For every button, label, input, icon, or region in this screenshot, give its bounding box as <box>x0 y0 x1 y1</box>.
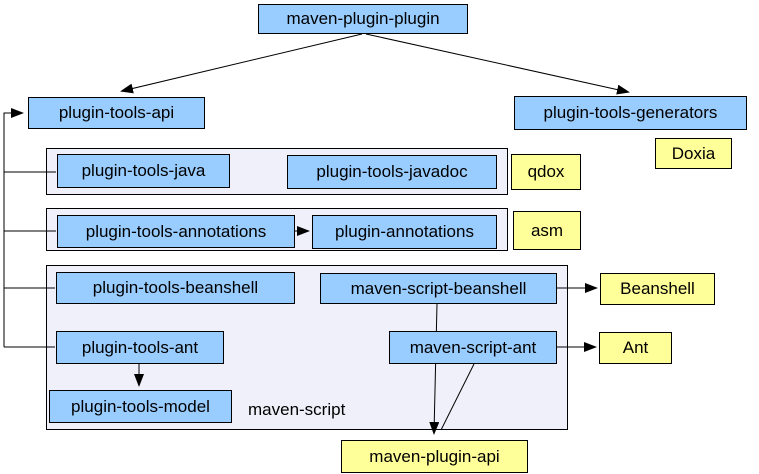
node-ant[interactable]: Ant <box>599 332 672 364</box>
node-plugin-tools-ant[interactable]: plugin-tools-ant <box>56 331 224 364</box>
edge-rail-to-plugin-tools-api <box>3 108 24 347</box>
node-plugin-annotations[interactable]: plugin-annotations <box>312 215 497 249</box>
node-plugin-tools-beanshell[interactable]: plugin-tools-beanshell <box>56 272 295 304</box>
node-plugin-tools-javadoc[interactable]: plugin-tools-javadoc <box>287 155 497 189</box>
edge-maven-plugin-plugin-to-plugin-tools-api <box>120 33 363 94</box>
node-plugin-tools-model[interactable]: plugin-tools-model <box>49 390 232 423</box>
node-maven-script-ant[interactable]: maven-script-ant <box>389 331 557 364</box>
node-plugin-tools-generators[interactable]: plugin-tools-generators <box>514 96 747 130</box>
node-plugin-tools-annotations[interactable]: plugin-tools-annotations <box>57 215 295 248</box>
edge-maven-script-ant-to-maven-plugin-api <box>440 363 475 431</box>
node-maven-script-beanshell[interactable]: maven-script-beanshell <box>320 273 557 304</box>
node-doxia[interactable]: Doxia <box>655 138 732 169</box>
node-maven-plugin-plugin[interactable]: maven-plugin-plugin <box>258 4 468 34</box>
node-plugin-tools-java[interactable]: plugin-tools-java <box>57 154 230 188</box>
maven-script-group-label: maven-script <box>248 400 346 419</box>
edge-maven-plugin-plugin-to-plugin-tools-generators <box>365 33 630 95</box>
node-qdox[interactable]: qdox <box>511 154 581 190</box>
node-maven-plugin-api[interactable]: maven-plugin-api <box>341 440 528 473</box>
node-asm[interactable]: asm <box>513 211 581 250</box>
edge-maven-script-beanshell-to-maven-plugin-api <box>429 303 440 435</box>
node-beanshell[interactable]: Beanshell <box>600 273 715 305</box>
node-plugin-tools-api[interactable]: plugin-tools-api <box>28 97 205 129</box>
